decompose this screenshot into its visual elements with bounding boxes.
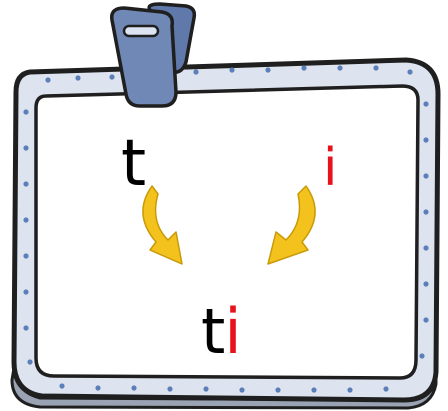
vowel-letter: i	[323, 142, 337, 194]
syllable-consonant: t	[201, 301, 224, 363]
syllable-vowel: i	[224, 301, 240, 363]
combined-syllable: ti	[201, 301, 241, 363]
consonant-letter: t	[121, 132, 146, 196]
